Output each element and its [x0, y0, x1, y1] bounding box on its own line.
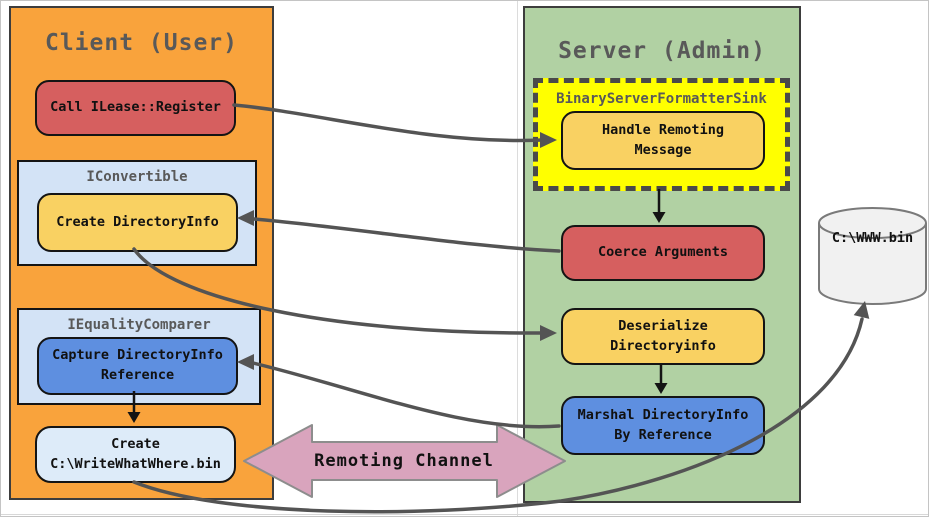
box-label: Coerce Arguments [597, 244, 729, 261]
box-label-line2: Directoryinfo [610, 337, 716, 354]
remoting-channel-label: Remoting Channel [314, 451, 494, 471]
container-iconvertible: IConvertible Create DirectoryInfo [17, 160, 257, 266]
datastore-label: C:\WWW.bin [831, 230, 914, 246]
box-label-line1: Marshal DirectoryInfo [577, 406, 749, 423]
box-handle-remoting-message: Handle Remoting Message [561, 111, 765, 170]
box-label-line2: Message [634, 141, 692, 158]
box-call-ilease-register: Call ILease::Register [35, 80, 236, 136]
box-create-writewhatwhere-bin: Create C:\WriteWhatWhere.bin [35, 426, 236, 483]
box-label-line1: Create [111, 435, 160, 452]
container-binaryserverformattersink: BinaryServerFormatterSink Handle Remotin… [533, 78, 790, 191]
box-label-line1: Capture DirectoryInfo [52, 347, 223, 364]
box-label: Call ILease::Register [50, 99, 221, 116]
box-label-line2: By Reference [614, 426, 712, 443]
server-panel: Server (Admin) BinaryServerFormatterSink… [523, 6, 801, 503]
server-panel-title: Server (Admin) [558, 38, 766, 64]
container-binaryserverformattersink-title: BinaryServerFormatterSink [556, 91, 767, 107]
connector-call-ilease-to-handle-remoting [232, 103, 557, 148]
background-divider-line [517, 1, 518, 516]
client-panel: Client (User) Call ILease::Register ICon… [9, 6, 274, 500]
container-iequalitycomparer-title: IEqualityComparer [67, 317, 211, 333]
client-panel-title: Client (User) [44, 30, 238, 56]
box-marshal-directoryinfo-by-reference: Marshal DirectoryInfo By Reference [561, 396, 765, 455]
box-label-line2: C:\WriteWhatWhere.bin [50, 455, 221, 472]
connector-coerce-to-create-directoryinfo [237, 210, 561, 253]
box-label-line2: Reference [100, 367, 175, 383]
container-iconvertible-title: IConvertible [86, 169, 188, 185]
connector-marshal-to-capture-reference [237, 354, 561, 429]
box-label-line1: Deserialize [618, 317, 708, 334]
background-bottom-line [1, 514, 928, 515]
box-coerce-arguments: Coerce Arguments [561, 225, 765, 281]
box-label: Create DirectoryInfo [56, 213, 219, 230]
box-capture-directoryinfo-reference: Capture DirectoryInfo Reference [37, 337, 238, 395]
datastore-cylinder [818, 207, 927, 305]
box-deserialize-directoryinfo: Deserialize Directoryinfo [561, 308, 765, 365]
box-label-line1: Handle Remoting [602, 121, 724, 138]
container-iequalitycomparer: IEqualityComparer Capture DirectoryInfo … [17, 308, 261, 405]
box-create-directoryinfo: Create DirectoryInfo [37, 193, 238, 252]
